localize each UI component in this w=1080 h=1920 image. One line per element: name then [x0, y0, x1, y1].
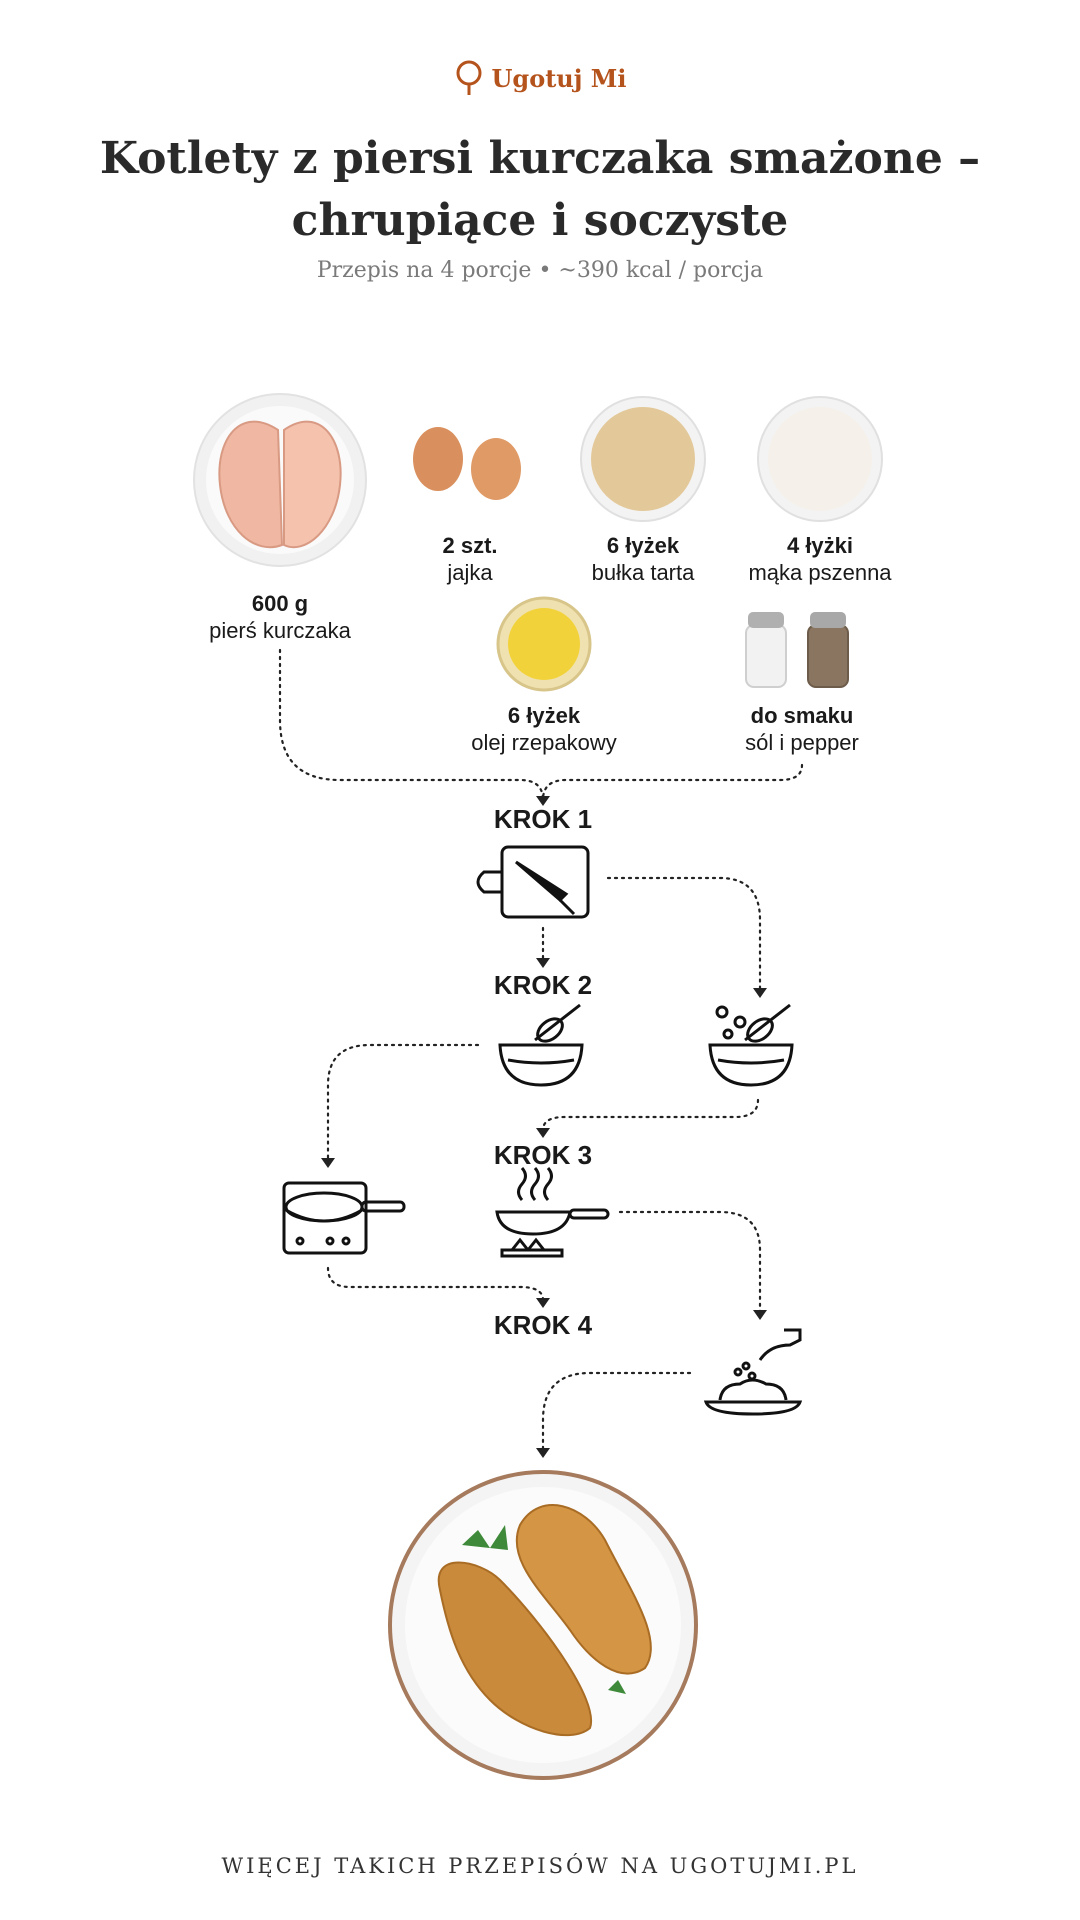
ingredient-qty: 6 łyżek [507, 703, 581, 728]
ingredient-name: pierś kurczaka [209, 618, 351, 643]
breadcrumbs-bowl-icon [580, 396, 706, 522]
ingredient-qty: 600 g [251, 591, 309, 616]
step-2-label: KROK 2 [493, 970, 593, 1000]
flour-bowl-icon [757, 396, 883, 522]
ingredient-name: sól i pepper [745, 730, 859, 755]
ingredient-oil: 6 łyżek olej rzepakowy [434, 702, 654, 756]
ingredient-name: olej rzepakowy [471, 730, 617, 755]
flow-connectors [278, 648, 804, 1452]
step-1-label: KROK 1 [493, 804, 593, 834]
ingredient-name: mąka pszenna [748, 560, 892, 585]
page-subtitle: Przepis na 4 porcje • ~390 kcal / porcja [316, 258, 764, 283]
brand-logo[interactable]: Ugotuj Mi [0, 60, 1080, 96]
ingredient-qty: do smaku [750, 703, 854, 728]
cutting-board-knife-icon [476, 845, 590, 919]
brand-name: Ugotuj Mi [491, 63, 627, 93]
eggs-icon [413, 427, 521, 500]
step-4-label: KROK 4 [493, 1310, 593, 1340]
ingredient-chicken: 600 g pierś kurczaka [180, 590, 380, 644]
ingredient-name: jajka [447, 560, 493, 585]
ingredient-eggs: 2 szt. jajka [370, 532, 570, 586]
whisk-bowl-icon [498, 1003, 584, 1087]
footer-link[interactable]: WIĘCEJ TAKICH PRZEPISÓW NA UGOTUJMI.PL [221, 1854, 859, 1878]
salt-pepper-icon [745, 612, 849, 688]
fried-cutlets-plate-icon [388, 1470, 698, 1780]
ingredient-qty: 6 łyżek [606, 533, 680, 558]
pin-logo-icon [456, 60, 481, 95]
ingredient-salt-pepper: do smaku sól i pepper [692, 702, 912, 756]
gas-stove-pan-icon [495, 1167, 610, 1258]
induction-pan-icon [282, 1181, 406, 1255]
step-3-label: KROK 3 [493, 1140, 593, 1170]
ingredient-flour: 4 łyżki mąka pszenna [720, 532, 920, 586]
ingredient-qty: 4 łyżki [786, 533, 854, 558]
plate-seasoning-icon [703, 1328, 803, 1416]
ingredient-qty: 2 szt. [442, 533, 498, 558]
page-title: Kotlety z piersi kurczaka smażone – chru… [99, 133, 981, 246]
ingredient-breadcrumbs: 6 łyżek bułka tarta [543, 532, 743, 586]
oil-bowl-icon [496, 596, 592, 692]
ingredient-name: bułka tarta [591, 560, 695, 585]
whisk-bowl-seasoning-icon [708, 1003, 794, 1087]
chicken-breast-icon [193, 393, 367, 567]
